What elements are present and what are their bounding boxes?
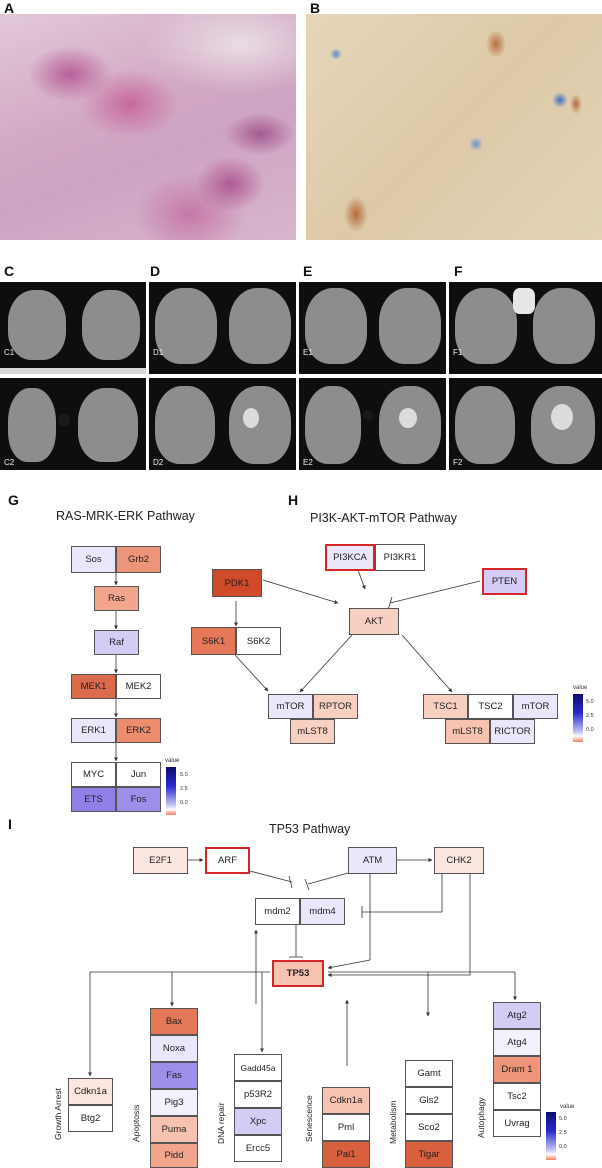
node-noxa: Noxa — [150, 1035, 198, 1062]
node-tsc1: TSC1 — [423, 694, 468, 719]
ct-scan-f2: F2 — [449, 378, 602, 470]
node-atg2: Atg2 — [493, 1002, 541, 1029]
panel-label-d: D — [150, 263, 161, 279]
node-arf: ARF — [205, 847, 250, 874]
node-puma: Puma — [150, 1116, 198, 1143]
node-pidd: Pidd — [150, 1143, 198, 1168]
ct-scan-e1: E1 — [299, 282, 446, 374]
node-gls2: Gls2 — [405, 1087, 453, 1114]
node-myc: MYC — [71, 762, 116, 787]
group-label-dna-repair: DNA repair — [216, 1102, 226, 1144]
tp53-pathway-title: TP53 Pathway — [269, 822, 351, 836]
ct-scan-c2: C2 — [0, 378, 146, 470]
ct-scan-e2: E2 — [299, 378, 446, 470]
node-cdkn1a-growth: Cdkn1a — [68, 1078, 113, 1105]
panel-label-a: A — [4, 0, 15, 16]
node-mdm4: mdm4 — [300, 898, 345, 925]
ct-scan-d2: D2 — [149, 378, 296, 470]
node-tp53: TP53 — [272, 960, 324, 987]
panel-label-g: G — [8, 492, 19, 508]
node-pai1: Pai1 — [322, 1141, 370, 1168]
group-label-autophagy: Autophagy — [476, 1097, 486, 1138]
node-chk2: CHK2 — [434, 847, 484, 874]
node-erk2: ERK2 — [116, 718, 161, 743]
group-label-senescence: Senescence — [304, 1095, 314, 1142]
node-akt: AKT — [349, 608, 399, 635]
node-raf: Raf — [94, 630, 139, 655]
node-tigar: Tigar — [405, 1141, 453, 1168]
node-tsc2-autophagy: Tsc2 — [493, 1083, 541, 1110]
node-mek1: MEK1 — [71, 674, 116, 699]
node-rptor: RPTOR — [313, 694, 358, 719]
node-dram1: Dram 1 — [493, 1056, 541, 1083]
panel-label-b: B — [310, 0, 321, 16]
node-fos: Fos — [116, 787, 161, 812]
histology-he-image — [0, 14, 296, 240]
node-pi3kr1: PI3KR1 — [375, 544, 425, 571]
node-e2f1: E2F1 — [133, 847, 188, 874]
group-label-apoptosis: Apoptosis — [131, 1104, 141, 1142]
histology-ihc-image — [306, 14, 602, 240]
panel-label-c: C — [4, 263, 15, 279]
group-label-metabolism: Metabolism — [388, 1100, 398, 1144]
node-tsc2: TSC2 — [468, 694, 513, 719]
node-uvrag: Uvrag — [493, 1110, 541, 1137]
node-fas: Fas — [150, 1062, 198, 1089]
node-pml: Pml — [322, 1114, 370, 1141]
node-mek2: MEK2 — [116, 674, 161, 699]
ras-pathway-title: RAS-MRK-ERK Pathway — [56, 509, 195, 523]
group-label-growth-arrest: Growth Arrest — [53, 1088, 63, 1140]
panel-label-f: F — [454, 263, 463, 279]
pi3k-pathway-title: PI3K-AKT-mTOR Pathway — [310, 511, 458, 525]
node-atm: ATM — [348, 847, 397, 874]
node-ets: ETS — [71, 787, 116, 812]
node-pi3kca: PI3KCA — [325, 544, 375, 571]
node-grb2: Grb2 — [116, 546, 161, 573]
ct-scan-c1: C1 — [0, 282, 146, 374]
node-mlst8-1: mLST8 — [290, 719, 335, 744]
node-cdkn1a-senescence: Cdkn1a — [322, 1087, 370, 1114]
panel-label-h: H — [288, 492, 299, 508]
node-s6k1: S6K1 — [191, 627, 236, 655]
node-gadd45a: Gadd45a — [234, 1054, 282, 1081]
node-mtor-1: mTOR — [268, 694, 313, 719]
node-s6k2: S6K2 — [236, 627, 281, 655]
node-sco2: Sco2 — [405, 1114, 453, 1141]
node-ercc5: Ercc5 — [234, 1135, 282, 1162]
node-ras: Ras — [94, 586, 139, 611]
node-p53r2: p53R2 — [234, 1081, 282, 1108]
node-sos: Sos — [71, 546, 116, 573]
node-pten: PTEN — [482, 568, 527, 595]
ct-scan-d1: D1 — [149, 282, 296, 374]
node-pig3: Pig3 — [150, 1089, 198, 1116]
node-mlst8-2: mLST8 — [445, 719, 490, 744]
node-xpc: Xpc — [234, 1108, 282, 1135]
node-mtor-2: mTOR — [513, 694, 558, 719]
node-rictor: RICTOR — [490, 719, 535, 744]
node-mdm2: mdm2 — [255, 898, 300, 925]
ct-scan-f1: F1 — [449, 282, 602, 374]
panel-label-i: I — [8, 816, 12, 832]
node-bax: Bax — [150, 1008, 198, 1035]
node-erk1: ERK1 — [71, 718, 116, 743]
node-gamt: Gamt — [405, 1060, 453, 1087]
node-pdk1: PDK1 — [212, 569, 262, 597]
panel-label-e: E — [303, 263, 313, 279]
node-jun: Jun — [116, 762, 161, 787]
node-atg4: Atg4 — [493, 1029, 541, 1056]
node-btg2: Btg2 — [68, 1105, 113, 1132]
